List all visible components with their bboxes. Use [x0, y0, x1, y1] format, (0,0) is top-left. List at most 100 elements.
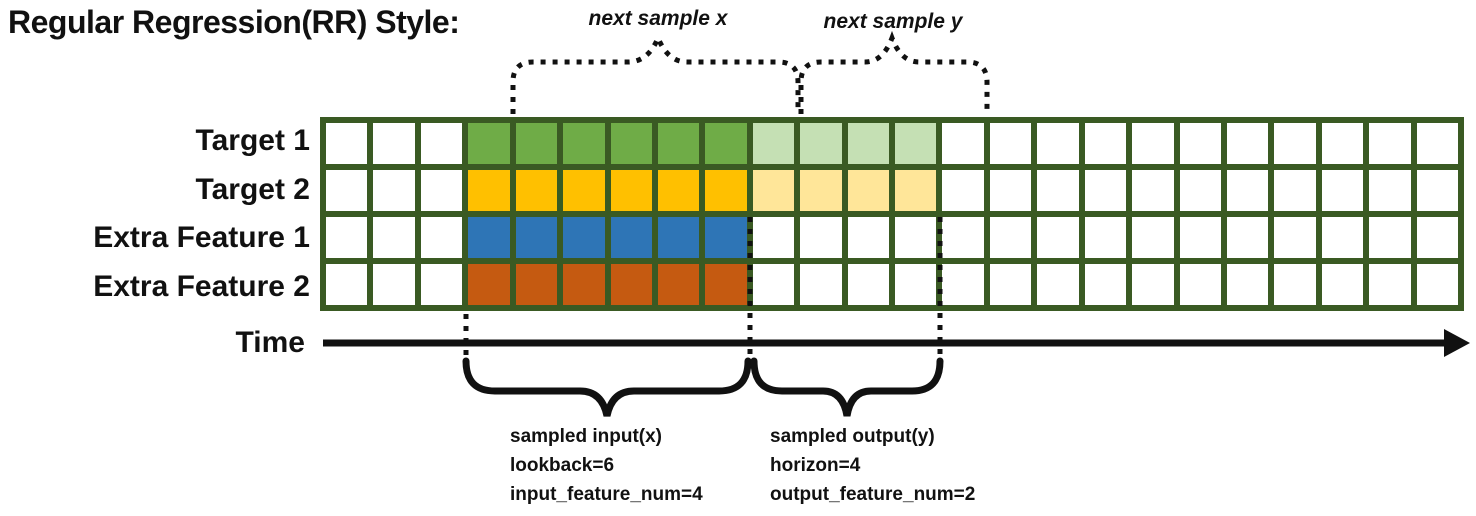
grid-cell [1321, 170, 1364, 211]
grid-cell [1321, 217, 1364, 258]
grid-cell [1274, 217, 1316, 258]
grid-cell [1037, 170, 1079, 211]
grid-cell [942, 264, 984, 305]
grid-cell [515, 123, 558, 164]
grid-cell [1416, 170, 1458, 211]
grid-cell [326, 123, 368, 164]
grid-cell [942, 217, 984, 258]
grid-cell [1132, 217, 1174, 258]
input-feature-num-line: input_feature_num=4 [510, 484, 703, 505]
grid-cell [420, 170, 463, 211]
grid-cell [1084, 170, 1127, 211]
grid-cell [563, 217, 605, 258]
grid-cell [420, 264, 463, 305]
row-label-extra-feature-1: Extra Feature 1 [93, 221, 310, 255]
grid-cell [1179, 123, 1221, 164]
grid-cell [847, 264, 889, 305]
grid-cell [515, 170, 558, 211]
grid-cell [989, 264, 1032, 305]
grid-cell [942, 170, 984, 211]
grid-cell [1132, 264, 1174, 305]
grid-cell [1037, 264, 1079, 305]
grid-cell [942, 123, 984, 164]
grid-cell [420, 123, 463, 164]
grid-cell [989, 170, 1032, 211]
grid-cell [1037, 123, 1079, 164]
grid-cell [1226, 170, 1269, 211]
grid-cell [610, 217, 652, 258]
grid-cell [895, 217, 937, 258]
grid-cell [1369, 170, 1411, 211]
grid-cell [468, 170, 510, 211]
grid-cell [373, 123, 415, 164]
grid-cell [326, 217, 368, 258]
grid-cell [800, 123, 842, 164]
grid-cell [847, 217, 889, 258]
grid-cell [1369, 123, 1411, 164]
grid-cell [468, 264, 510, 305]
grid-cell [563, 123, 605, 164]
grid-cell [1321, 123, 1364, 164]
grid-cell [1369, 264, 1411, 305]
grid-cell [1369, 217, 1411, 258]
grid-cell [1179, 264, 1221, 305]
lookback-line: lookback=6 [510, 455, 615, 476]
grid-cell [515, 264, 558, 305]
horizon-line: horizon=4 [770, 455, 861, 476]
grid-cell [1179, 170, 1221, 211]
grid-cell [326, 170, 368, 211]
grid-cell [468, 217, 510, 258]
grid-cell [1274, 170, 1316, 211]
grid-cell [610, 123, 652, 164]
grid-cell [1084, 264, 1127, 305]
time-axis-label: Time [235, 326, 305, 359]
sampled-output-caption: sampled output(y) horizon=4 output_featu… [770, 422, 975, 509]
grid-cell [847, 170, 889, 211]
grid-cell [610, 264, 652, 305]
grid-cell [610, 170, 652, 211]
grid-cell [800, 264, 842, 305]
grid-cell [1132, 170, 1174, 211]
page-title: Regular Regression(RR) Style: [8, 4, 460, 40]
grid-cell [420, 217, 463, 258]
grid-cell [1226, 217, 1269, 258]
sampled-input-brace [462, 357, 752, 417]
grid-cell [326, 264, 368, 305]
sampled-input-line: sampled input(x) [510, 426, 663, 447]
next-sample-y-brace [798, 30, 990, 114]
next-sample-x-label: next sample x [588, 7, 728, 30]
grid-cell [1037, 217, 1079, 258]
grid-cell [752, 123, 795, 164]
grid-cell [1226, 123, 1269, 164]
grid-cell [989, 123, 1032, 164]
grid-cell [1226, 264, 1269, 305]
grid-cell [1416, 264, 1458, 305]
grid-cell [1274, 123, 1316, 164]
grid-cell [468, 123, 510, 164]
grid-cell [752, 170, 795, 211]
grid-cell [895, 264, 937, 305]
row-labels: Target 1 Target 2 Extra Feature 1 Extra … [0, 117, 310, 311]
sampled-output-brace [750, 357, 944, 417]
sampled-input-caption: sampled input(x) lookback=6 input_featur… [510, 422, 703, 509]
grid-cell [657, 123, 700, 164]
grid-cell [800, 170, 842, 211]
row-label-target-2: Target 2 [195, 172, 310, 206]
grid-cell [705, 170, 747, 211]
grid-cell [705, 264, 747, 305]
grid-cell [657, 217, 700, 258]
grid-cell [705, 217, 747, 258]
grid-cell [1416, 217, 1458, 258]
grid-cell [752, 217, 795, 258]
row-label-target-1: Target 1 [195, 124, 310, 158]
grid-cell [1084, 217, 1127, 258]
grid-cell [657, 170, 700, 211]
grid-cell [373, 170, 415, 211]
grid-cell [1084, 123, 1127, 164]
grid-cell [847, 123, 889, 164]
grid-cell [1321, 264, 1364, 305]
grid-cell [563, 170, 605, 211]
grid-cell [1416, 123, 1458, 164]
grid-cell [515, 217, 558, 258]
